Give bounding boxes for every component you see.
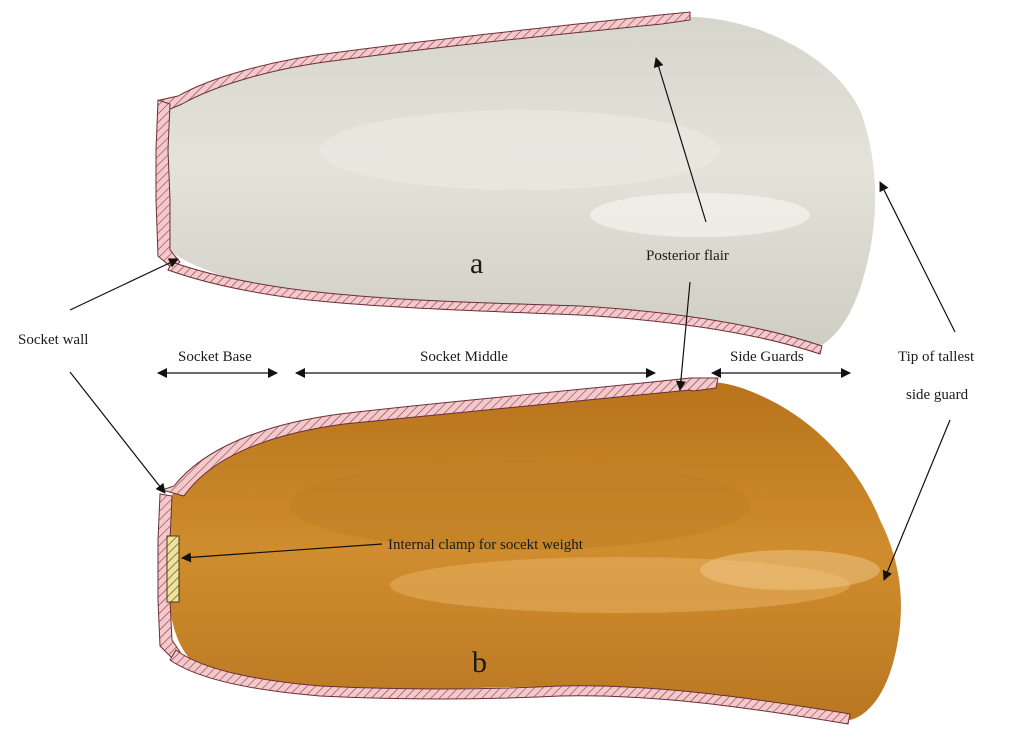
- socket-middle-label: Socket Middle: [420, 349, 508, 365]
- socket-a-sheen: [320, 110, 720, 190]
- arrow-socket-wall-a: [70, 259, 178, 310]
- internal-clamp: [167, 536, 179, 602]
- side-guards-label: Side Guards: [730, 349, 804, 365]
- tip-label-line1: Tip of tallest: [898, 349, 975, 365]
- arrow-socket-wall-b: [70, 372, 165, 493]
- arrow-tip-a: [880, 182, 955, 332]
- arrow-tip-b: [884, 420, 950, 580]
- label-a: a: [470, 247, 483, 280]
- socket-a: a: [156, 12, 875, 354]
- tip-label-line2: side guard: [906, 387, 969, 403]
- socket-a-highlight: [590, 193, 810, 237]
- label-b: b: [472, 646, 487, 679]
- internal-clamp-label: Internal clamp for socekt weight: [388, 537, 584, 553]
- socket-b-highlight-2: [700, 550, 880, 590]
- posterior-flair-label: Posterior flair: [646, 248, 729, 264]
- socket-wall-label: Socket wall: [18, 332, 88, 348]
- socket-base-label: Socket Base: [178, 349, 252, 365]
